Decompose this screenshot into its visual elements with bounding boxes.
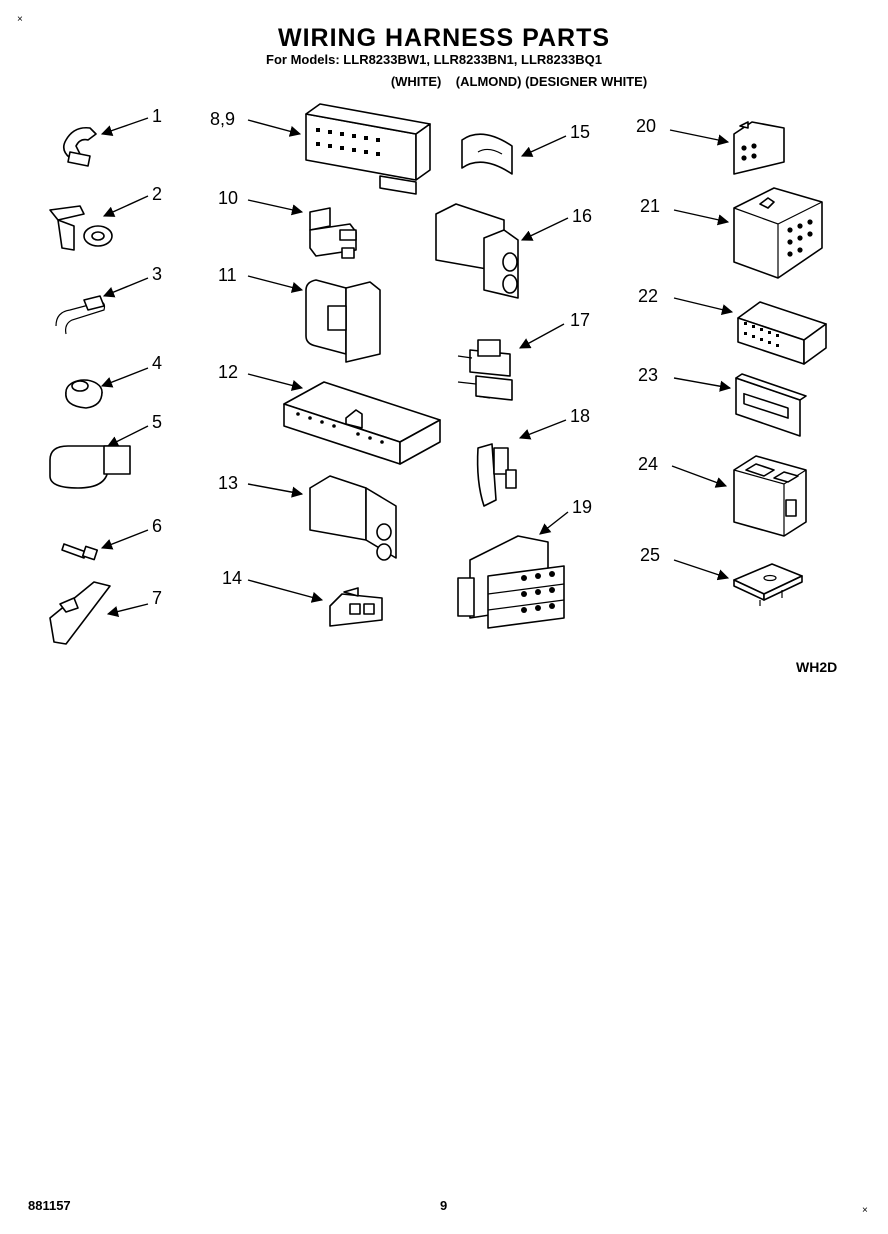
corner-mark-top-left: × (17, 14, 23, 25)
label-13: 13 (218, 473, 238, 493)
diagram-code: WH2D (796, 659, 837, 675)
label-10: 10 (218, 188, 238, 208)
label-24: 24 (638, 454, 658, 474)
part-10-connector (309, 207, 357, 259)
label-14: 14 (222, 568, 242, 588)
label-23: 23 (638, 365, 658, 385)
label-3: 3 (152, 264, 162, 284)
part-11-housing (305, 279, 381, 363)
label-22: 22 (638, 286, 658, 306)
part-22-receptacle (737, 301, 827, 365)
models-line: For Models: LLR8233BW1, LLR8233BN1, LLR8… (266, 52, 602, 67)
part-12-terminal-strip (283, 381, 441, 465)
part-13-connector-housing (309, 475, 397, 561)
label-19: 19 (572, 497, 592, 517)
part-3-wire-clip (55, 295, 106, 335)
part-19-multi-connector (457, 535, 565, 629)
part-6-screw (61, 543, 99, 561)
part-15-sleeve (461, 133, 513, 175)
label-5: 5 (152, 412, 162, 432)
part-2-clamp (49, 205, 113, 251)
part-17-junction (457, 339, 513, 401)
label-4: 4 (152, 353, 162, 373)
part-24-socket (733, 455, 807, 537)
parts-diagram: 1 2 3 4 5 6 7 8,9 (49, 103, 837, 675)
part-7-retainer (49, 581, 111, 645)
corner-mark-bottom-right: × (862, 1205, 868, 1216)
part-18-clip (476, 443, 517, 507)
page-title: WIRING HARNESS PARTS (277, 24, 611, 52)
part-25-mounting-plate (733, 563, 803, 606)
label-12: 12 (218, 362, 238, 382)
label-20: 20 (636, 116, 656, 136)
part-20-plug (733, 121, 785, 175)
part-5-strap-clip (49, 445, 131, 489)
colors-line: (WHITE) (ALMOND) (DESIGNER WHITE) (390, 74, 648, 89)
label-21: 21 (640, 196, 660, 216)
part-14-small-connector (329, 587, 383, 627)
part-1-clip (62, 126, 97, 167)
label-7: 7 (152, 588, 162, 608)
label-6: 6 (152, 516, 162, 536)
label-18: 18 (570, 406, 590, 426)
label-8-9: 8,9 (210, 109, 235, 129)
part-23-flat-connector (735, 373, 807, 437)
page-number: 9 (440, 1198, 448, 1213)
label-15: 15 (570, 122, 590, 142)
label-17: 17 (570, 310, 590, 330)
part-4-grommet (65, 379, 103, 409)
label-16: 16 (572, 206, 592, 226)
label-11: 11 (218, 265, 237, 285)
part-16-double-housing (435, 203, 519, 299)
document-number: 881157 (28, 1198, 71, 1213)
label-2: 2 (152, 184, 162, 204)
label-25: 25 (640, 545, 660, 565)
part-21-large-plug (733, 187, 823, 279)
part-8-9-connector-block (305, 103, 431, 195)
label-1: 1 (152, 106, 162, 126)
